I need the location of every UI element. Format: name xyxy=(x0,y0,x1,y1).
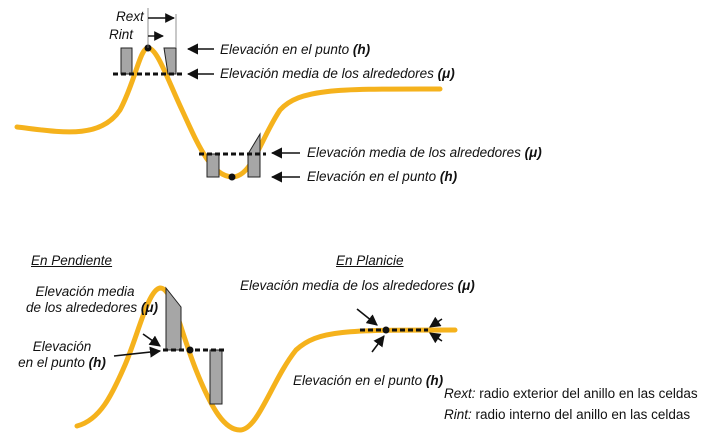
legend-rint-desc: radio interno del anillo en las celdas xyxy=(475,407,691,422)
slope-mean-line2-wrap: de los alrededores (μ) xyxy=(26,300,158,316)
arrow-plain-right-lower xyxy=(429,332,443,344)
peak-point-text: Elevación en el punto xyxy=(220,42,350,57)
plain-mean-text: Elevación media de los alrededores xyxy=(240,278,454,293)
arrow-slope-mean xyxy=(142,333,161,347)
plain-point-label: Elevación en el punto (h) xyxy=(293,373,443,389)
slope-point-line2: en el punto xyxy=(18,355,85,370)
valley-point-symbol: (h) xyxy=(439,169,458,184)
valley-ring-right-cell xyxy=(247,132,261,178)
rext-label: Rext xyxy=(116,9,144,24)
peak-mean-label: Elevación media de los alrededores (μ) xyxy=(220,66,455,82)
peak-point-label: Elevación en el punto (h) xyxy=(220,42,370,58)
slope-mean-label: Elevación media de los alrededores (μ) xyxy=(26,284,158,316)
slope-mean-symbol: (μ) xyxy=(140,300,158,315)
valley-point-label: Elevación en el punto (h) xyxy=(307,169,457,185)
slope-point-dot xyxy=(186,346,194,354)
slope-point-symbol: (h) xyxy=(88,355,106,370)
arrow-plain-right-upper xyxy=(429,316,443,328)
plain-title: En Planicie xyxy=(336,253,404,268)
slope-point-line2-wrap: en el punto (h) xyxy=(16,355,108,371)
legend-rext-desc: radio exterior del anillo en las celdas xyxy=(479,386,698,401)
peak-mean-text: Elevación media de los alrededores xyxy=(220,66,434,81)
arrow-slope-point xyxy=(113,346,162,358)
arrow-plain-point xyxy=(371,335,385,353)
valley-mean-text: Elevación media de los alrededores xyxy=(307,145,521,160)
legend-rext: Rext: radio exterior del anillo en las c… xyxy=(444,386,698,402)
valley-ring-left-cell xyxy=(206,153,220,178)
valley-point-text: Elevación en el punto xyxy=(307,169,437,184)
plain-mean-symbol: (μ) xyxy=(457,278,475,293)
slope-point-label: Elevación en el punto (h) xyxy=(16,339,108,371)
slope-point-line1: Elevación xyxy=(32,339,92,354)
slope-mean-line2: de los alrededores xyxy=(26,300,138,315)
valley-mean-symbol: (μ) xyxy=(524,145,542,160)
slope-mean-line1: Elevación media xyxy=(35,284,135,299)
plain-mean-label: Elevación media de los alrededores (μ) xyxy=(240,278,475,294)
slope-ring-left-cell xyxy=(165,286,182,351)
peak-ring-left-cell xyxy=(120,47,133,75)
legend-rint: Rint: radio interno del anillo en las ce… xyxy=(444,407,690,423)
plain-point-text: Elevación en el punto xyxy=(293,373,423,388)
arrow-plain-mean-left xyxy=(356,308,378,326)
slope-ring-right-cell xyxy=(209,349,223,405)
plain-point-dot xyxy=(382,326,390,334)
valley-point-dot xyxy=(228,173,236,181)
slope-title: En Pendiente xyxy=(31,253,113,268)
bottom-terrain-curve xyxy=(74,285,458,433)
peak-point-symbol: (h) xyxy=(352,42,371,57)
legend-rext-key: Rext: xyxy=(444,386,476,401)
plain-point-symbol: (h) xyxy=(425,373,444,388)
peak-mean-symbol: (μ) xyxy=(437,66,455,81)
legend-rint-key: Rint: xyxy=(444,407,472,422)
peak-ring-right-cell xyxy=(163,47,177,75)
rint-label: Rint xyxy=(109,27,134,42)
top-terrain-curve xyxy=(14,45,443,180)
valley-mean-label: Elevación media de los alrededores (μ) xyxy=(307,145,542,161)
